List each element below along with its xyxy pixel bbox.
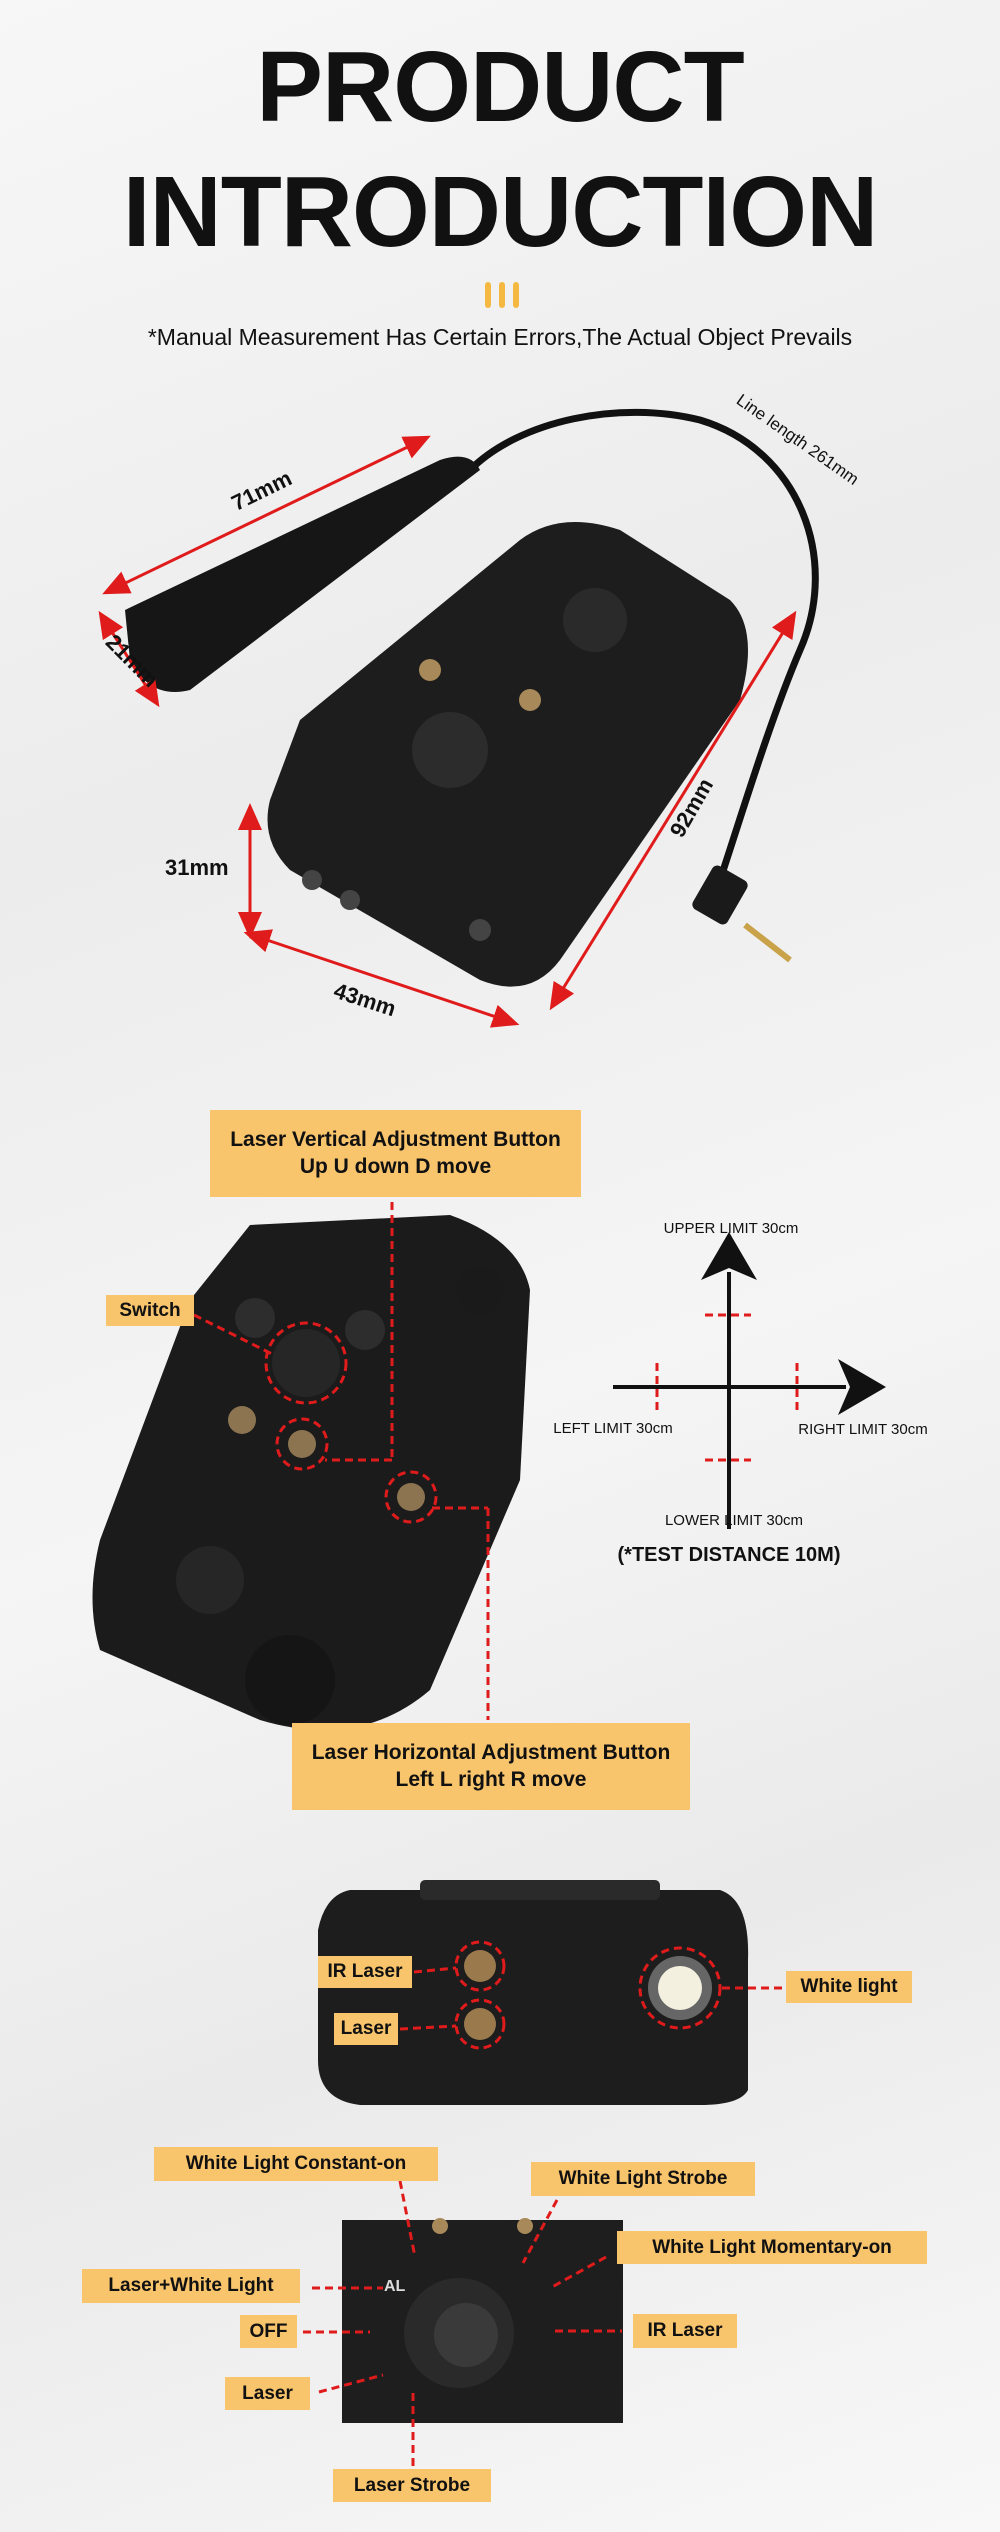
upper-limit-label: UPPER LIMIT 30cm	[663, 1220, 799, 1237]
mode-strobe-label: White Light Strobe	[531, 2162, 755, 2196]
switch-label: Switch	[106, 1295, 194, 1326]
accent-bars-icon	[485, 282, 519, 308]
mode-ir-laser-label: IR Laser	[633, 2314, 737, 2348]
mode-off-label: OFF	[240, 2315, 297, 2348]
front-laser-label: Laser	[334, 2013, 398, 2045]
title-line-1: PRODUCT	[256, 31, 744, 143]
dim-height: 31mm	[165, 855, 229, 880]
mode-laser-strobe-label: Laser Strobe	[333, 2469, 491, 2502]
mode-laser-label: Laser	[225, 2377, 310, 2410]
mode-laser-white-label: Laser+White Light	[82, 2269, 300, 2303]
right-limit-label: RIGHT LIMIT 30cm	[798, 1421, 928, 1438]
lower-limit-label: LOWER LIMIT 30cm	[664, 1512, 804, 1529]
front-ir-laser-label: IR Laser	[318, 1956, 412, 1988]
mode-constant-on-label: White Light Constant-on	[154, 2147, 438, 2181]
dial-marking-al: AL	[384, 2278, 406, 2295]
mode-momentary-on-label: White Light Momentary-on	[617, 2231, 927, 2264]
front-white-light-label: White light	[786, 1971, 912, 2003]
test-distance-label: (*TEST DISTANCE 10M)	[617, 1544, 841, 1566]
device-front-view	[318, 1890, 749, 2105]
left-limit-label: LEFT LIMIT 30cm	[553, 1420, 673, 1437]
measurement-note: *Manual Measurement Has Certain Errors,T…	[147, 324, 853, 350]
dimension-diagram	[98, 408, 819, 1028]
title-line-2: INTRODUCTION	[122, 156, 879, 268]
